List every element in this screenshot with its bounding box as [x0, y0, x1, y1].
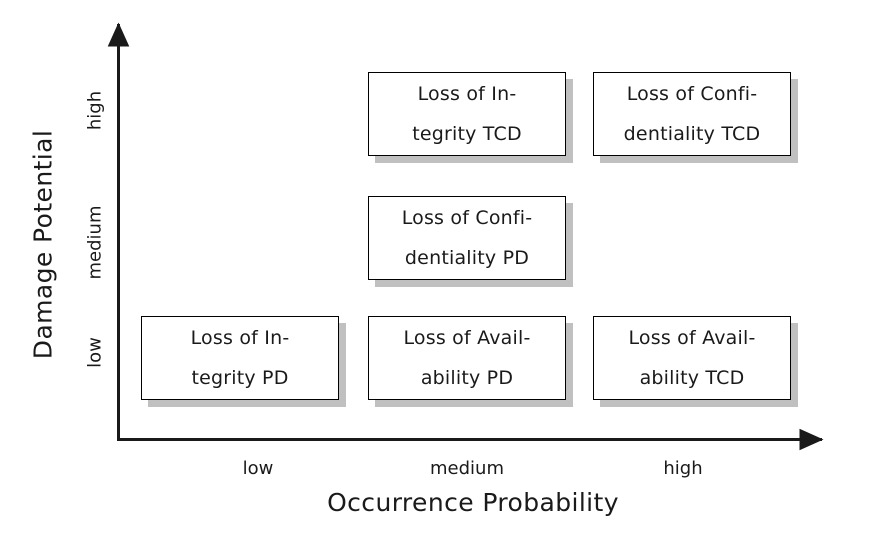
- y-axis-title: Damage Potential: [28, 129, 58, 360]
- cell-label: Loss of Confi- dentiality TCD: [623, 83, 761, 145]
- cell-label: Loss of Avail- ability PD: [403, 327, 531, 389]
- x-tick-medium: medium: [430, 458, 504, 479]
- cell-confidentiality-pd[interactable]: Loss of Confi- dentiality PD: [368, 196, 566, 280]
- x-axis-title: Occurrence Probability: [327, 488, 619, 517]
- cell-label: Loss of Avail- ability TCD: [628, 327, 756, 389]
- x-tick-high: high: [663, 458, 703, 479]
- x-tick-low: low: [242, 458, 274, 479]
- cell-label: Loss of In- tegrity PD: [190, 327, 290, 389]
- cell-label: Loss of In- tegrity TCD: [412, 83, 522, 145]
- cell-availability-tcd[interactable]: Loss of Avail- ability TCD: [593, 316, 791, 400]
- cell-confidentiality-tcd[interactable]: Loss of Confi- dentiality TCD: [593, 72, 791, 156]
- cell-integrity-tcd[interactable]: Loss of In- tegrity TCD: [368, 72, 566, 156]
- y-tick-low: low: [84, 337, 106, 368]
- cell-availability-pd[interactable]: Loss of Avail- ability PD: [368, 316, 566, 400]
- cell-label: Loss of Confi- dentiality PD: [401, 207, 533, 269]
- y-tick-high: high: [84, 90, 106, 131]
- y-tick-medium: medium: [84, 205, 106, 280]
- cell-integrity-pd[interactable]: Loss of In- tegrity PD: [141, 316, 339, 400]
